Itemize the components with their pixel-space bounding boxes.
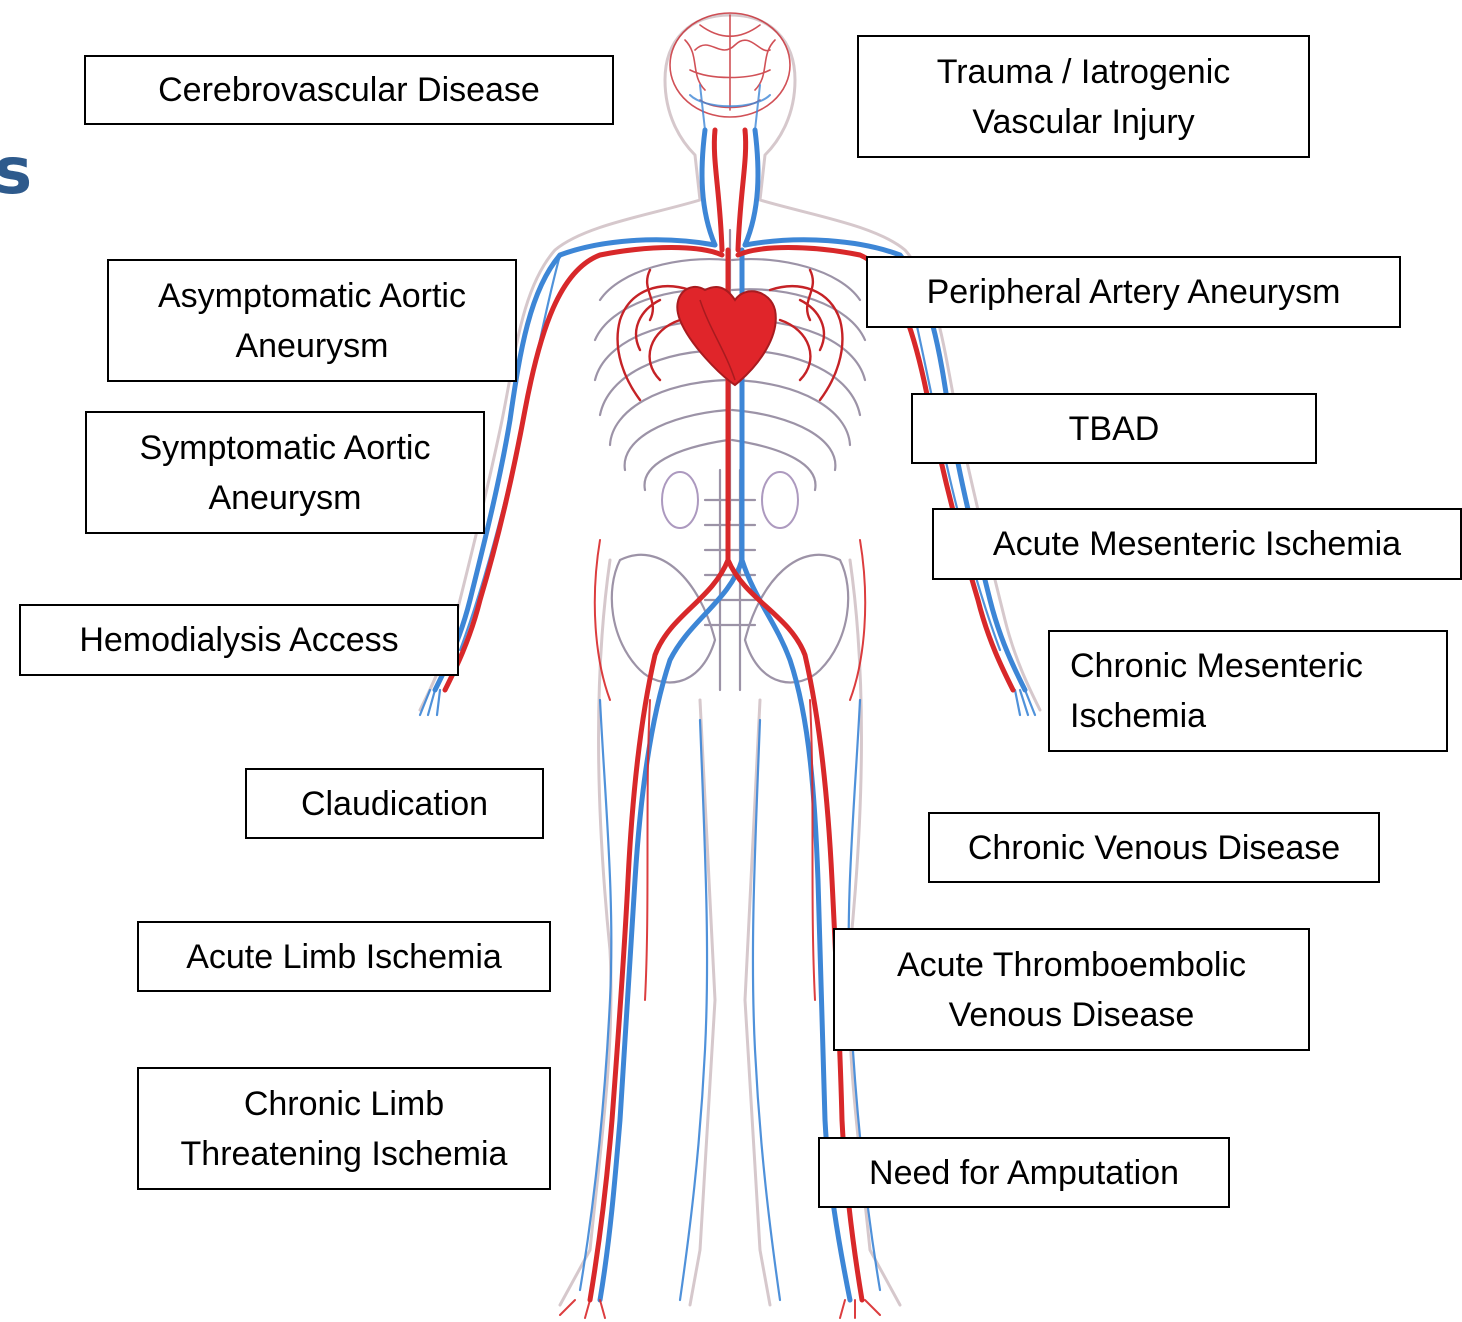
- label-symptomatic-aortic-aneurysm: Symptomatic Aortic Aneurysm: [85, 411, 485, 534]
- label-acute-thromboembolic-venous-disease: Acute Thromboembolic Venous Disease: [833, 928, 1310, 1051]
- label-hemodialysis-access: Hemodialysis Access: [19, 604, 459, 676]
- label-claudication: Claudication: [245, 768, 544, 839]
- label-trauma-iatrogenic-injury: Trauma / Iatrogenic Vascular Injury: [857, 35, 1310, 158]
- label-acute-limb-ischemia: Acute Limb Ischemia: [137, 921, 551, 992]
- label-chronic-mesenteric-ischemia: Chronic Mesenteric Ischemia: [1048, 630, 1448, 752]
- label-cerebrovascular-disease: Cerebrovascular Disease: [84, 55, 614, 125]
- heart: [677, 287, 775, 385]
- label-chronic-limb-threatening-ischemia: Chronic Limb Threatening Ischemia: [137, 1067, 551, 1190]
- brain-vessels: [670, 13, 790, 117]
- label-acute-mesenteric-ischemia: Acute Mesenteric Ischemia: [932, 508, 1462, 580]
- label-chronic-venous-disease: Chronic Venous Disease: [928, 812, 1380, 883]
- label-asymptomatic-aortic-aneurysm: Asymptomatic Aortic Aneurysm: [107, 259, 517, 382]
- label-peripheral-artery-aneurysm: Peripheral Artery Aneurysm: [866, 256, 1401, 328]
- label-tbad: TBAD: [911, 393, 1317, 464]
- label-need-for-amputation: Need for Amputation: [818, 1137, 1230, 1208]
